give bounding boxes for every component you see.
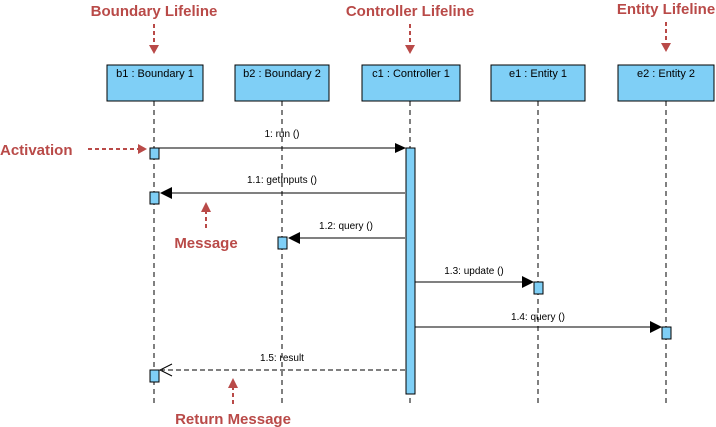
- pointer-head-message: [201, 202, 211, 212]
- annotation-pointer-heads: [138, 43, 671, 388]
- activation-c1[interactable]: [405, 147, 416, 395]
- message-arrowheads: [160, 143, 662, 333]
- lifeline-head-e2[interactable]: [617, 64, 715, 102]
- message-label-1-run: 1: run (): [264, 129, 299, 140]
- pointer-head-boundary: [149, 45, 159, 54]
- lifeline-label-b2: b2 : Boundary 2: [243, 68, 321, 80]
- pointer-head-return: [228, 378, 238, 388]
- annotation-pointers: [88, 22, 667, 404]
- annotation-boundary-lifeline: Boundary Lifeline: [91, 3, 218, 20]
- lifeline-label-e2: e2 : Entity 2: [637, 68, 695, 80]
- message-head-1-2-query: [288, 232, 300, 244]
- message-label-1-2-query: 1.2: query (): [319, 221, 373, 232]
- annotation-activation: Activation: [0, 142, 73, 159]
- pointer-head-activation: [138, 144, 147, 154]
- message-label-1-1-getinputs: 1.1: getInputs (): [247, 175, 317, 186]
- lifeline-head-b1[interactable]: [106, 64, 204, 102]
- annotation-controller-lifeline: Controller Lifeline: [346, 3, 474, 20]
- message-head-1-run: [395, 143, 406, 153]
- activation-bars: [149, 147, 672, 395]
- message-label-1-4-query: 1.4: query (): [511, 312, 565, 323]
- lifeline-head-e1[interactable]: [490, 64, 586, 102]
- message-label-1-3-update: 1.3: update (): [444, 266, 503, 277]
- pointer-head-entity: [661, 43, 671, 52]
- lifeline-label-c1: c1 : Controller 1: [372, 68, 450, 80]
- annotation-entity-lifeline: Entity Lifeline: [617, 1, 715, 18]
- activation-b1-result[interactable]: [149, 369, 160, 383]
- activation-e1-update[interactable]: [533, 281, 544, 295]
- activation-b1-getinputs[interactable]: [149, 191, 160, 205]
- lifeline-label-b1: b1 : Boundary 1: [116, 68, 194, 80]
- annotation-message: Message: [174, 235, 237, 252]
- activation-b2-query[interactable]: [277, 236, 288, 250]
- lifeline-head-b2[interactable]: [234, 64, 330, 102]
- annotation-return-message: Return Message: [175, 411, 291, 427]
- messages: [155, 147, 650, 377]
- lifeline-label-e1: e1 : Entity 1: [509, 68, 567, 80]
- pointer-head-controller: [405, 45, 415, 54]
- message-head-1-3-update: [522, 276, 534, 288]
- message-label-1-5-result: 1.5: result: [260, 353, 304, 364]
- activation-b1-run[interactable]: [149, 147, 160, 160]
- activation-e2-query[interactable]: [661, 326, 672, 340]
- message-head-1-4-query: [650, 321, 662, 333]
- lifeline-heads: b1 : Boundary 1 b2 : Boundary 2 c1 : Con…: [106, 64, 715, 102]
- message-head-1-5-result-open: [158, 363, 173, 377]
- message-head-1-1-getinputs: [160, 187, 172, 199]
- lifeline-head-c1[interactable]: [361, 64, 461, 102]
